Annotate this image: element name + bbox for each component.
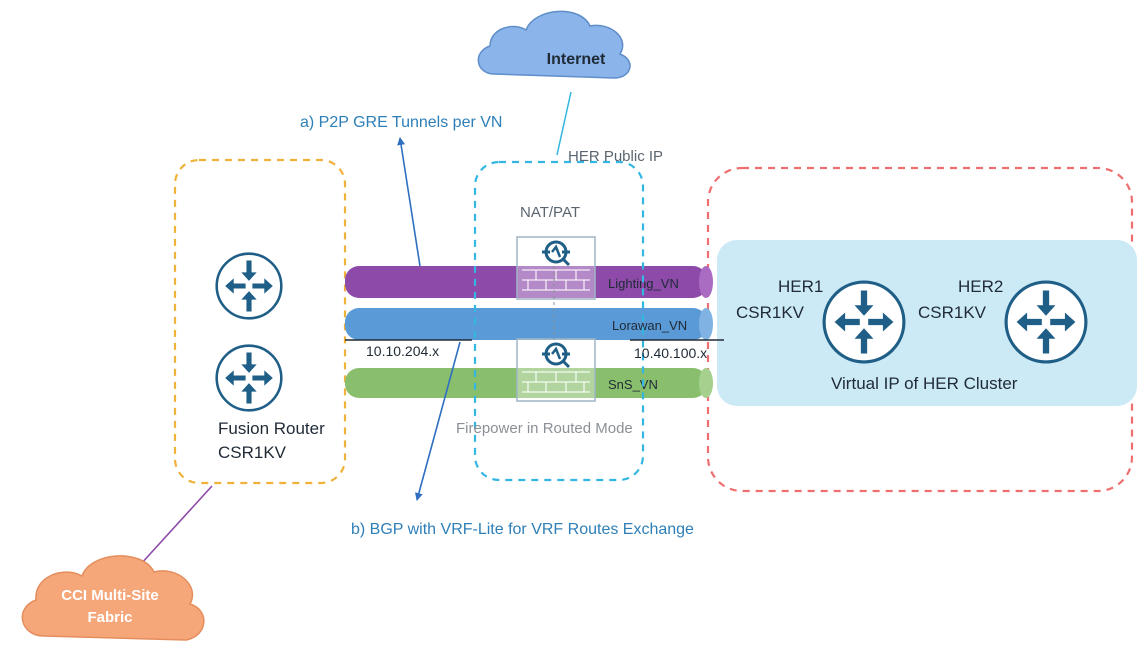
gre-annotation-arrow	[397, 137, 421, 267]
her1-router-icon	[822, 280, 906, 364]
fusion-router-icon	[215, 252, 283, 320]
her2-model: CSR1KV	[918, 303, 987, 322]
her-cluster-panel	[717, 240, 1137, 406]
her2-name: HER2	[958, 277, 1003, 296]
tunnel-label-lorawan: Lorawan_VN	[612, 318, 687, 333]
tunnel-label-sns: SnS_VN	[608, 377, 658, 392]
firepower-mode-label: Firepower in Routed Mode	[456, 420, 633, 437]
internet-link	[556, 91, 572, 156]
right-subnet-label: 10.40.100.x	[634, 345, 707, 361]
cci-cloud-label-line2: Fabric	[87, 609, 132, 626]
fusion-router-label-line1: Fusion Router	[218, 419, 325, 438]
her1-model: CSR1KV	[736, 303, 805, 322]
tunnel-lorawan	[345, 308, 713, 340]
nat-pat-label: NAT/PAT	[520, 204, 580, 221]
bgp-vrf-annotation: b) BGP with VRF-Lite for VRF Routes Exch…	[351, 521, 694, 538]
fusion-router-group-border	[173, 158, 347, 485]
fusion-router-icon	[215, 344, 283, 412]
cci-cloud-label-line1: CCI Multi-Site	[61, 587, 159, 604]
her1-name: HER1	[778, 277, 823, 296]
her2-router-icon	[1004, 280, 1088, 364]
cci-cloud-icon	[21, 555, 205, 641]
her-public-ip-label: HER Public IP	[568, 148, 663, 165]
left-subnet-label: 10.10.204.x	[366, 343, 439, 359]
internet-label: Internet	[547, 51, 606, 68]
virtual-ip-label: Virtual IP of HER Cluster	[831, 374, 1018, 393]
firepower-group-border	[473, 160, 645, 482]
fusion-router-label-line2: CSR1KV	[218, 443, 287, 462]
gre-tunnels-annotation: a) P2P GRE Tunnels per VN	[300, 114, 502, 131]
firewall-icon	[516, 338, 596, 402]
bgp-annotation-arrow	[414, 341, 461, 501]
internet-cloud-icon	[477, 10, 631, 79]
cci-link	[139, 485, 213, 566]
tunnel-label-lighting: Lighting_VN	[608, 276, 679, 291]
firewall-icon	[516, 236, 596, 300]
